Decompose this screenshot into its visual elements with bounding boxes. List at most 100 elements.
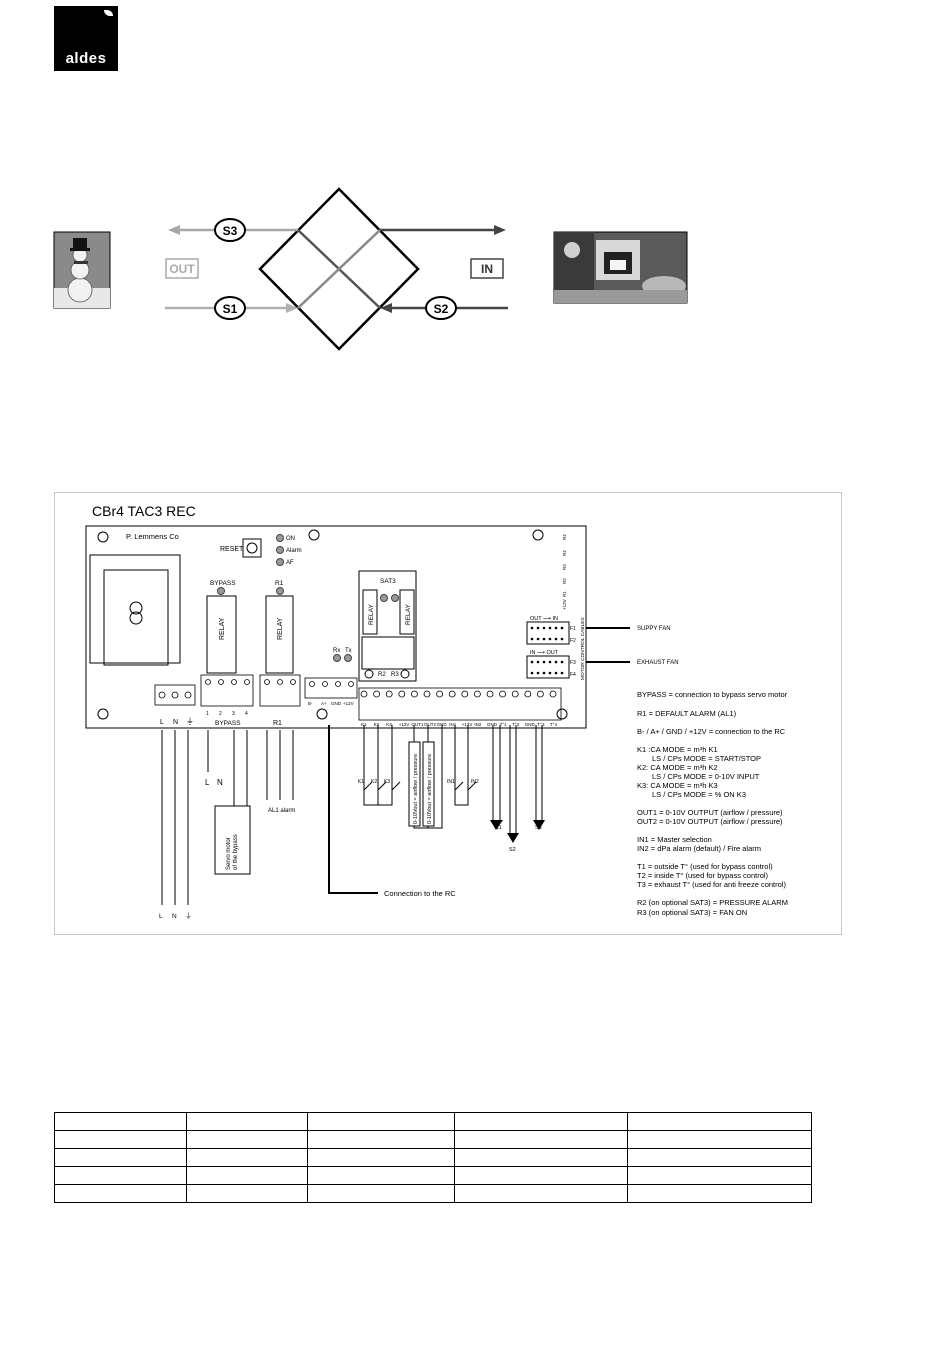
heat-exchanger-core xyxy=(258,187,420,351)
io-terminal-label: T°3 xyxy=(537,722,545,727)
svg-text:RELAY: RELAY xyxy=(368,604,375,625)
supply-fan-label: SUPPY FAN xyxy=(637,626,671,632)
arrow-right-icon xyxy=(494,225,506,235)
svg-text:RELAY: RELAY xyxy=(219,617,226,640)
io-screw xyxy=(398,690,406,698)
r1-relay xyxy=(265,595,294,674)
table-cell xyxy=(627,1184,812,1203)
io-screw xyxy=(448,690,456,698)
in-label-box xyxy=(470,258,504,279)
svg-text:R2: R2 xyxy=(378,672,386,678)
out1-voltage-box xyxy=(408,741,421,827)
fan-pin xyxy=(542,626,546,630)
io-screw xyxy=(511,690,519,698)
svg-text:IN1 = Master selection: IN1 = Master selection xyxy=(637,835,712,844)
fan-pin xyxy=(554,671,558,675)
table-cell xyxy=(54,1130,187,1149)
out-label: OUT xyxy=(169,262,195,276)
connection-to-rc-label: Connection to the RC xyxy=(384,889,456,898)
fan-pin xyxy=(536,660,540,664)
svg-text:Servo motor: Servo motor xyxy=(226,837,232,870)
table-cell xyxy=(185,1166,308,1185)
table-cell xyxy=(185,1148,308,1167)
svg-text:R3: R3 xyxy=(562,564,567,570)
io-screw xyxy=(499,690,507,698)
svg-text:S2: S2 xyxy=(434,302,449,316)
io-screw xyxy=(473,690,481,698)
svg-text:RELAY: RELAY xyxy=(405,604,412,625)
svg-text:R1 = DEFAULT ALARM (AL1): R1 = DEFAULT ALARM (AL1) xyxy=(637,709,737,718)
table-cell xyxy=(54,1112,187,1131)
k1-switch-label: K1 xyxy=(358,779,364,785)
sensor-s3-probe xyxy=(533,820,545,830)
arrow-left-icon xyxy=(168,225,180,235)
right-edge-labels: R4 R4 R3 R2 R1 +12V xyxy=(562,534,567,610)
motor-control-cables-label: MOTOR CONTROL CABLES xyxy=(580,617,586,680)
in2-switch-label: IN2 xyxy=(471,779,479,785)
table-cell xyxy=(54,1184,187,1203)
io-terminal-label: K3 xyxy=(386,722,392,727)
io-terminal-label: +12V xyxy=(462,722,473,727)
living-room-fireplace-picture xyxy=(553,231,688,304)
svg-text:R2 (on optional SAT3) = PRESSU: R2 (on optional SAT3) = PRESSURE ALARM xyxy=(637,898,788,907)
io-screw xyxy=(436,690,444,698)
fan-pin xyxy=(548,626,552,630)
empty-table xyxy=(54,1112,812,1203)
exhaust-fan-connector xyxy=(526,655,570,679)
fan-pin xyxy=(542,637,546,641)
io-screw xyxy=(373,690,381,698)
in-label: IN xyxy=(481,262,493,276)
aldes-logo: aldes xyxy=(54,6,118,71)
svg-text:R3 (on optional SAT3) = FAN ON: R3 (on optional SAT3) = FAN ON xyxy=(637,908,747,917)
svg-text:S3: S3 xyxy=(223,224,238,238)
table-row xyxy=(54,1148,812,1167)
svg-text:S1: S1 xyxy=(495,825,502,831)
sat3-module xyxy=(358,570,417,682)
board-title: CBr4 TAC3 REC xyxy=(92,503,196,519)
svg-text:GND: GND xyxy=(331,701,342,706)
table-cell xyxy=(627,1166,812,1185)
io-screw xyxy=(410,690,418,698)
io-terminal-label: K2 xyxy=(374,722,380,727)
table-cell xyxy=(185,1112,308,1131)
io-terminal-label: GND xyxy=(525,722,536,727)
io-terminal-label: OUT2 xyxy=(424,722,436,727)
logo-text: aldes xyxy=(65,50,107,67)
io-terminal-label: T°1 xyxy=(500,722,508,727)
io-terminal-screws xyxy=(360,690,557,698)
fan-pin xyxy=(560,626,564,630)
airflow-diagram: OUT IN S3 S1 S2 xyxy=(53,187,688,351)
svg-text:LS / CPs MODE = % ON K3: LS / CPs MODE = % ON K3 xyxy=(652,790,746,799)
fan-pin xyxy=(536,671,540,675)
table-row xyxy=(54,1184,812,1203)
io-screw xyxy=(486,690,494,698)
svg-text:K3: CA MODE = m³h K3: K3: CA MODE = m³h K3 xyxy=(637,781,718,790)
svg-text:F4: F4 xyxy=(570,672,576,678)
io-screw xyxy=(461,690,469,698)
reset-button[interactable] xyxy=(242,538,262,558)
svg-text:R4: R4 xyxy=(562,534,567,540)
sensor-s2: S2 xyxy=(425,296,457,320)
svg-text:S2: S2 xyxy=(509,847,516,853)
k3-switch-label: K3 xyxy=(384,779,390,785)
tx-label: Tx xyxy=(345,648,352,654)
sensor-s2-probe xyxy=(507,833,519,843)
svg-text:R1: R1 xyxy=(562,591,567,597)
fan-pin xyxy=(530,671,534,675)
wiring-diagram: P. Lemmens Co RESET ON Alarm AF BYPASS R… xyxy=(85,525,788,920)
svg-text:B-: B- xyxy=(308,701,313,706)
arrow-left-icon xyxy=(380,303,392,313)
table-cell xyxy=(627,1130,812,1149)
svg-text:Alarm: Alarm xyxy=(286,548,302,554)
svg-text:F1: F1 xyxy=(570,626,576,632)
io-screw xyxy=(423,690,431,698)
io-screw xyxy=(360,690,368,698)
table-cell xyxy=(306,1130,455,1149)
legend: BYPASS = connection to bypass servo moto… xyxy=(637,690,788,917)
bypass-relay-title: BYPASS xyxy=(210,580,236,587)
leaf-icon xyxy=(104,10,113,16)
table-cell xyxy=(627,1148,812,1167)
fan-pin xyxy=(560,660,564,664)
svg-text:4: 4 xyxy=(245,711,248,717)
